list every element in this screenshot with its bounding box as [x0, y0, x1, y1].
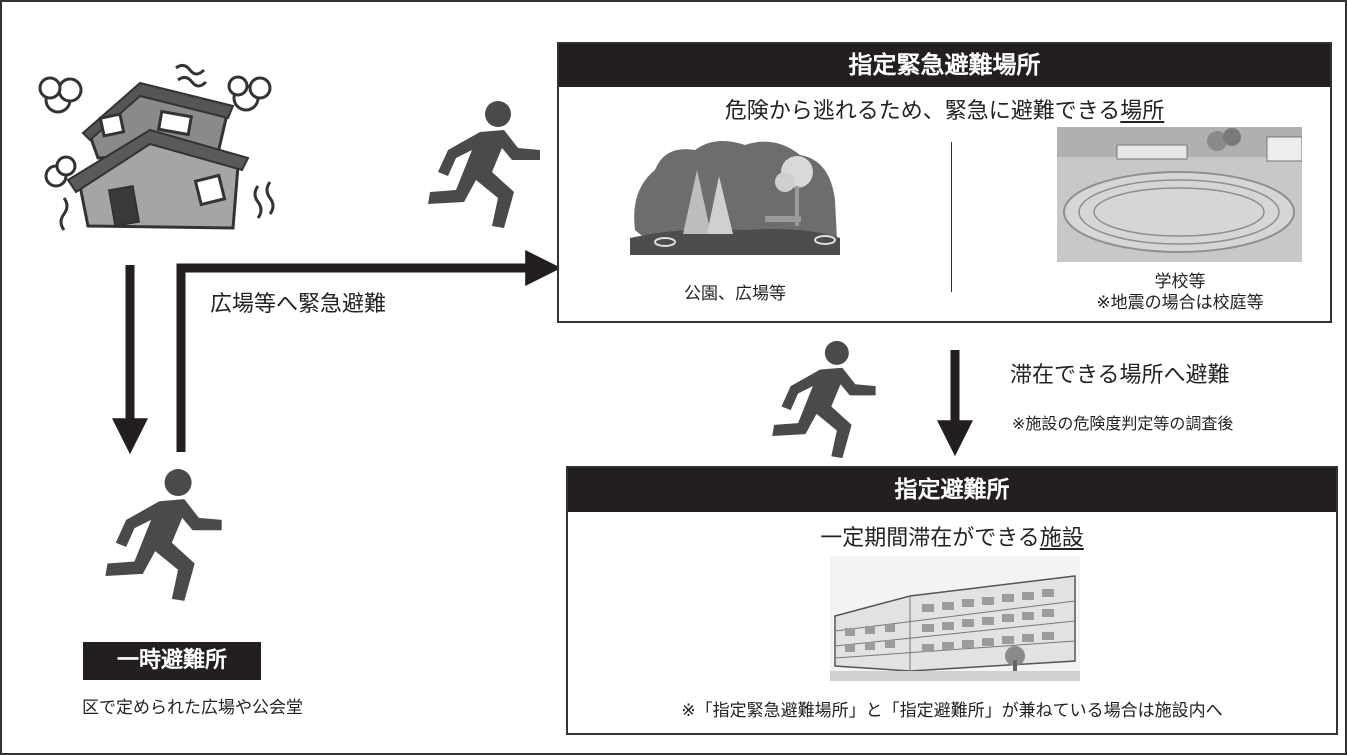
- running-person-icon: [428, 101, 540, 228]
- flow-label-to-open-space: 広場等へ緊急避難: [210, 292, 387, 317]
- running-person-icon: [772, 340, 876, 459]
- flow-stay-note: ※施設の危険度判定等の調査後: [1012, 414, 1234, 433]
- emergency-site-subtitle-text: 危険から逃れるため、緊急に避難できる: [724, 99, 1121, 124]
- park-caption: 公園、広場等: [684, 284, 786, 304]
- evacuation-shelter-subtitle: 一定期間滞在ができる施設: [568, 520, 1336, 552]
- flow-label-to-stay-place: 滞在できる場所へ避難: [1010, 363, 1230, 388]
- evacuation-shelter-subtitle-underlined: 施設: [1039, 526, 1084, 551]
- arrow-temporary-to-emergency: [176, 250, 562, 452]
- temporary-site-description: 区で定められた広場や公会堂: [82, 698, 303, 718]
- emergency-site-subtitle-underlined: 場所: [1120, 99, 1165, 124]
- illustration-divider: [951, 142, 952, 292]
- running-person-icon: [105, 469, 222, 601]
- collapsed-house-icon: [38, 63, 275, 231]
- evacuation-shelter-subtitle-text: 一定期間滞在ができる: [820, 526, 1040, 551]
- emergency-site-title: 指定緊急避難場所: [559, 44, 1330, 87]
- emergency-site-subtitle: 危険から逃れるため、緊急に避難できる場所: [559, 93, 1330, 125]
- school-building-illustration: [830, 556, 1080, 681]
- evacuation-shelter-note: ※「指定緊急避難場所」と「指定避難所」が兼ねている場合は施設内へ: [681, 701, 1223, 721]
- school-caption-line1: 学校等: [1154, 272, 1206, 292]
- school-ground-illustration: [1057, 127, 1302, 262]
- park-illustration: [630, 141, 840, 255]
- school-caption-line2: ※地震の場合は校庭等: [1096, 293, 1264, 313]
- temporary-site-title: 一時避難所: [83, 642, 261, 680]
- evacuation-shelter-title: 指定避難所: [568, 468, 1336, 512]
- school-caption: 学校等 ※地震の場合は校庭等: [1040, 272, 1320, 314]
